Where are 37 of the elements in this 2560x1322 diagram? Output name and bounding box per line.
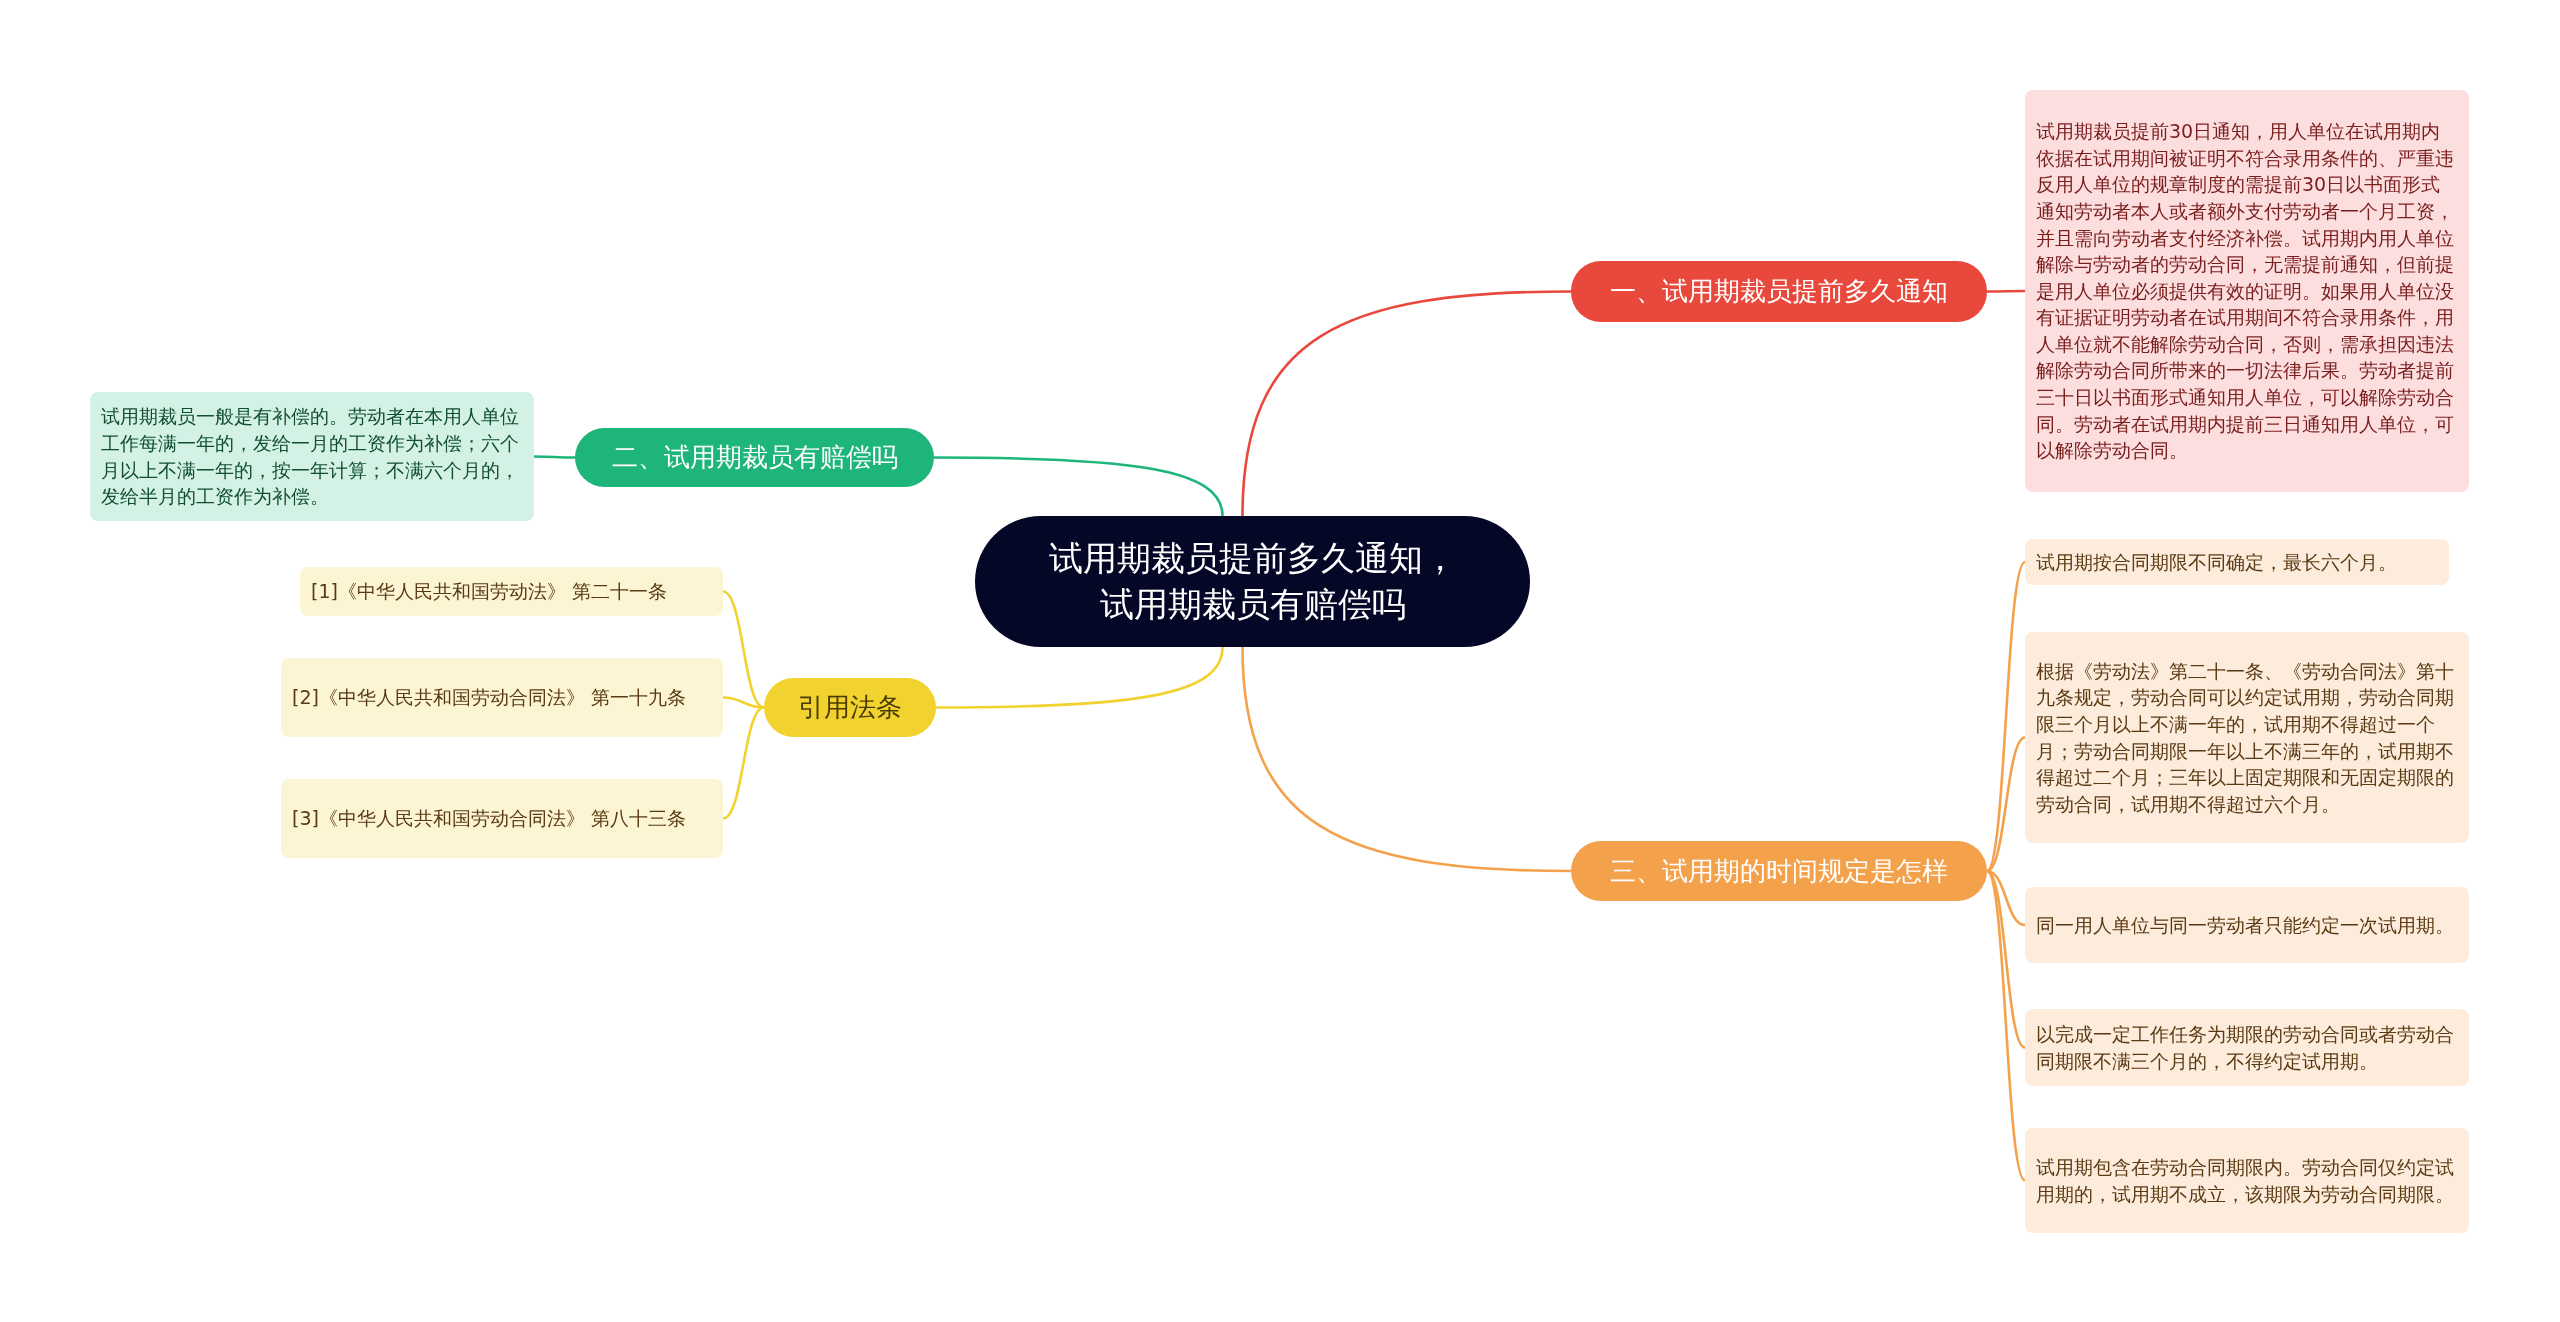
connector-line (934, 456, 1224, 517)
connector-line (722, 590, 765, 709)
note-card (2025, 887, 2469, 963)
note-card (2025, 1128, 2469, 1233)
node-text: [1]《中华人民共和国劳动法》 第二十一条 (311, 579, 667, 605)
node-text: 试用期裁员一般是有补偿的。劳动者在本用人单位工作每满一年的，发给一月的工资作为补偿；六个月以上不满一年的，按一年计算；不满六个月的，发给半月的工资作为补偿。 (101, 404, 520, 510)
node-text: 试用期裁员提前30日通知，用人单位在试用期内依据在试用期间被证明不符合录用条件的、严重违反用人单位的规章制度的需提前30日以书面形式通知劳动者本人或者额外支付劳动者一个月工资，并且需向劳动者支付经济补偿。试用期内用人单位解除与劳动者的劳动合同，无需提前通知，但前提是用人单位必须提供有效的证明。如果用人单位没有证据证明劳动者在试用期间不符合录用条件，用人单位就不能解除劳动合同，否则，需承担因违法解除劳动合同所带来的一切法律后果。劳动者提前三十日以书面形式通知用人单位，可以解除劳动合同。劳动者在试用期内提前三日通知用人单位，可以解除劳动合同。 (2036, 119, 2455, 464)
node-text: [3]《中华人民共和国劳动合同法》 第八十三条 (292, 806, 686, 832)
note-card (2025, 632, 2469, 843)
node-text: 二、试用期裁员有赔偿吗 (611, 441, 898, 474)
note-card (281, 779, 723, 858)
connector-line (1987, 289, 2025, 293)
note-card (300, 567, 723, 616)
connector-line (722, 706, 765, 820)
node-text: 三、试用期的时间规定是怎样 (1610, 854, 1948, 888)
note-card (2025, 539, 2449, 585)
connector-line (1241, 290, 1572, 517)
node-text: 根据《劳动法》第二十一条、《劳动合同法》第十九条规定，劳动合同可以约定试用期，劳动合同期限三个月以上不满一年的，试用期不得超过一个月；劳动合同期限一年以上不满三年的，试用期不得超过二个月；三年以上固定期限和无固定期限的劳动合同，试用期不得超过六个月。 (2036, 658, 2455, 817)
node-text: 同一用人单位与同一劳动者只能约定一次试用期。 (2036, 912, 2454, 938)
connector-line (1985, 870, 2027, 1182)
note-card (2025, 90, 2469, 492)
note-card (281, 658, 723, 737)
connector-line (1241, 646, 1572, 873)
connector-line (936, 646, 1224, 709)
node-text: 试用期按合同期限不同确定，最长六个月。 (2036, 549, 2397, 575)
topic-pill (1571, 841, 1987, 901)
node-text: [2]《中华人民共和国劳动合同法》 第一十九条 (292, 685, 686, 711)
node-text: 试用期包含在劳动合同期限内。劳动合同仅约定试用期的，试用期不成立，该期限为劳动合同期限。 (2036, 1154, 2455, 1207)
node-text: 以完成一定工作任务为期限的劳动合同或者劳动合同期限不满三个月的，不得约定试用期。 (2036, 1021, 2455, 1074)
connector-line (1985, 561, 2027, 872)
node-text: 一、试用期裁员提前多久通知 (1610, 275, 1948, 308)
note-card (2025, 1009, 2469, 1086)
node-text: 试用期裁员提前多久通知，试用期裁员有赔偿吗 (1047, 536, 1458, 626)
note-card (90, 392, 534, 521)
connector-line (1986, 736, 2026, 873)
node-text: 引用法条 (798, 691, 902, 724)
connector-line (534, 455, 575, 459)
